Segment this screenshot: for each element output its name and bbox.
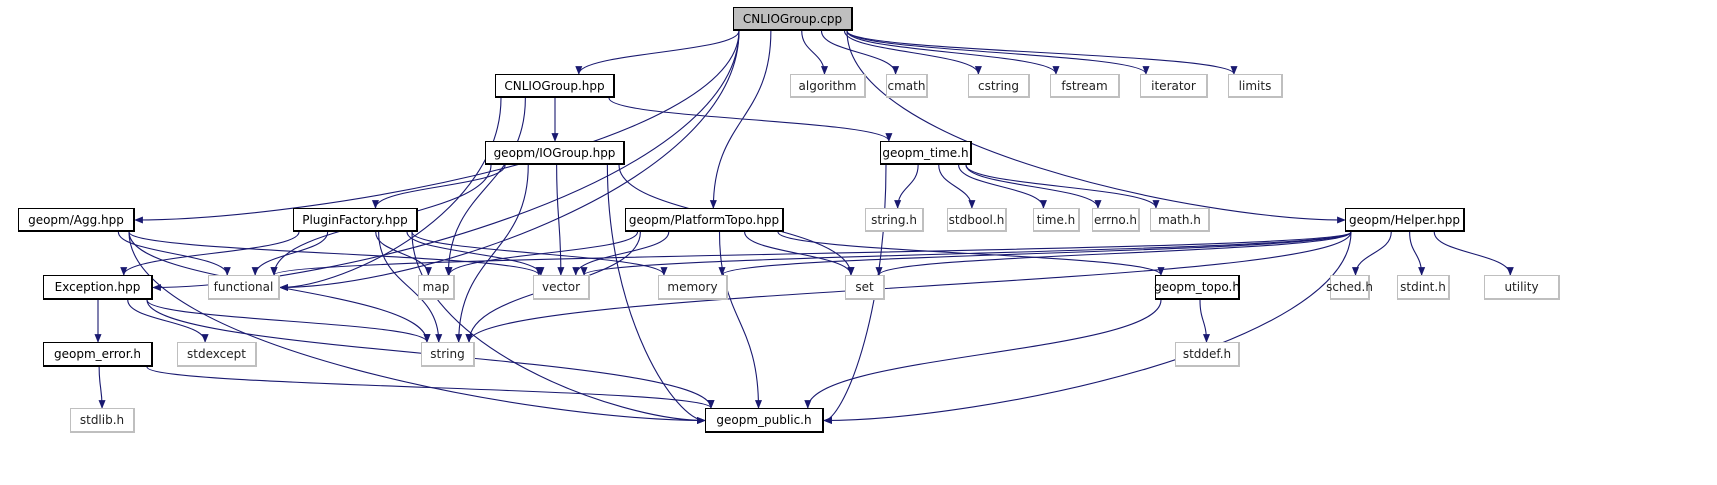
edge-cpp-to-cmath (820, 30, 900, 75)
edge-time_h-to-errno (965, 164, 1102, 209)
node-string: string (421, 342, 475, 367)
edge-cpp-to-iterator (846, 30, 1150, 75)
edge-agg-to-functional (117, 231, 231, 276)
edge-helper-to-public (823, 231, 1352, 425)
node-helper[interactable]: geopm/Helper.hpp (1345, 208, 1465, 232)
edge-helper-to-utility (1433, 231, 1514, 276)
edge-time_h-to-timeh (958, 164, 1047, 209)
node-iterator: iterator (1140, 74, 1208, 98)
edge-helper-to-stdint (1409, 231, 1426, 276)
edge-plugin-to-string (378, 231, 443, 343)
node-agg[interactable]: geopm/Agg.hpp (18, 208, 135, 232)
edge-hpp-to-functional (279, 97, 502, 292)
node-utility: utility (1484, 275, 1560, 300)
node-map: map (418, 275, 455, 300)
node-error[interactable]: geopm_error.h (43, 342, 153, 367)
edge-time_h-to-math (965, 164, 1160, 209)
edge-plugin-to-memory (411, 231, 668, 276)
edge-helper-to-functional (270, 231, 1352, 276)
edge-helper-to-sched (1351, 231, 1392, 276)
node-stdbool: stdbool.h (947, 208, 1007, 232)
edge-hpp-to-time_h (608, 97, 893, 142)
edge-error-to-public (146, 366, 715, 409)
node-plugin[interactable]: PluginFactory.hpp (293, 208, 418, 232)
edge-plugin-to-functional (251, 231, 329, 276)
node-limits: limits (1228, 74, 1283, 98)
edge-cpp-to-agg (134, 30, 740, 224)
edge-iogroup-to-plugin (371, 164, 506, 209)
edge-plugin-to-map (375, 231, 432, 276)
node-cstring: cstring (968, 74, 1030, 98)
edge-topo-to-public (804, 299, 1162, 409)
node-topo[interactable]: geopm_topo.h (1154, 275, 1240, 300)
edge-cpp-to-hpp (575, 30, 740, 75)
edge-platform-to-public (718, 231, 763, 409)
node-stdint: stdint.h (1397, 275, 1450, 300)
edge-helper-to-vector (580, 231, 1352, 276)
edge-time_h-to-stdbool (938, 164, 976, 209)
node-public[interactable]: geopm_public.h (705, 408, 824, 433)
edge-plugin-to-exception (120, 231, 300, 276)
node-fstream: fstream (1050, 74, 1120, 98)
edge-helper-to-memory (718, 231, 1352, 276)
node-sched: sched.h (1326, 275, 1373, 300)
node-platform[interactable]: geopm/PlatformTopo.hpp (625, 208, 784, 232)
node-math: math.h (1150, 208, 1210, 232)
node-cmath: cmath (886, 74, 928, 98)
edge-hpp-to-map (444, 97, 526, 276)
edge-cpp-to-fstream (846, 30, 1060, 75)
node-set: set (845, 275, 885, 300)
node-memory: memory (658, 275, 728, 300)
node-algorithm: algorithm (790, 74, 866, 98)
node-time-h[interactable]: geopm_time.h (880, 141, 972, 165)
node-string-h: string.h (865, 208, 924, 232)
edge-cpp-to-limits (846, 30, 1238, 75)
edge-helper-to-string (465, 231, 1352, 343)
edge-exception-to-stdexcept (127, 299, 209, 343)
edge-iogroup-to-public (606, 164, 706, 424)
node-cpp[interactable]: CNLIOGroup.cpp (733, 7, 853, 31)
node-functional: functional (208, 275, 280, 300)
edge-platform-to-vector (572, 231, 670, 276)
node-vector: vector (533, 275, 590, 300)
edge-exception-to-string (146, 299, 431, 343)
node-iogroup[interactable]: geopm/IOGroup.hpp (485, 141, 625, 165)
edge-cpp-to-cstring (843, 30, 982, 75)
node-errno: errno.h (1092, 208, 1140, 232)
edge-cpp-to-helper (846, 30, 1346, 224)
edge-time_h-to-string_h (894, 164, 919, 209)
edge-iogroup-to-string (455, 164, 529, 343)
node-stdlib: stdlib.h (70, 408, 135, 433)
node-stddef: stddef.h (1175, 342, 1240, 367)
edge-error-to-stdlib (98, 366, 106, 409)
edge-agg-to-vector (128, 231, 543, 276)
node-hpp[interactable]: CNLIOGroup.hpp (495, 74, 615, 98)
node-exception[interactable]: Exception.hpp (43, 275, 153, 300)
edge-cpp-to-algorithm (801, 30, 829, 75)
edge-topo-to-stddef (1199, 299, 1211, 343)
edge-platform-to-map (445, 231, 639, 276)
node-timeh: time.h (1033, 208, 1080, 232)
node-stdexcept: stdexcept (177, 342, 257, 367)
edge-helper-to-set (875, 231, 1352, 276)
edge-cpp-to-functional (279, 30, 740, 292)
